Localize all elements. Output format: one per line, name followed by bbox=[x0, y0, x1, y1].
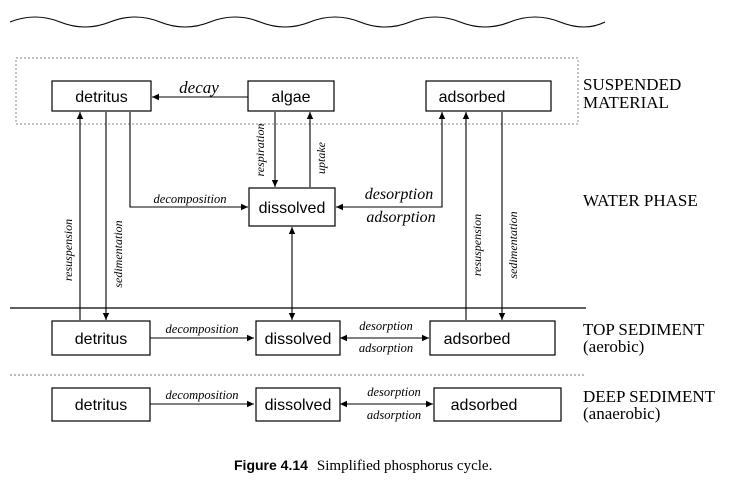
figure-caption-text: Simplified phosphorus cycle. bbox=[317, 458, 492, 474]
zone-deep-sediment-line1: DEEP SEDIMENT bbox=[583, 387, 716, 406]
box-label: algae bbox=[271, 89, 310, 106]
suspended-material-region bbox=[15, 57, 579, 125]
box-adsorbed-deep: adsorbed bbox=[433, 387, 562, 422]
figure-label: Figure 4.14 bbox=[234, 457, 308, 473]
desorption-water-arrow bbox=[336, 112, 446, 211]
zone-top-sediment-line1: TOP SEDIMENT bbox=[583, 320, 705, 339]
label-respiration: respiration bbox=[253, 124, 267, 177]
box-dissolved-deep: dissolved bbox=[255, 387, 341, 422]
zone-suspended-line1: SUSPENDED bbox=[583, 75, 681, 94]
decomposition-water-arrow bbox=[129, 112, 248, 211]
box-detritus-suspended: detritus bbox=[51, 80, 152, 112]
box-dissolved-top: dissolved bbox=[255, 320, 341, 356]
box-adsorbed-top: adsorbed bbox=[429, 320, 556, 356]
label-decomposition-top: decomposition bbox=[166, 322, 239, 336]
box-label: dissolved bbox=[265, 331, 332, 348]
label-decomposition-water: decomposition bbox=[154, 192, 227, 206]
zone-top-sediment-line2: (aerobic) bbox=[583, 337, 644, 356]
zone-water-phase: WATER PHASE bbox=[583, 191, 698, 210]
box-label: dissolved bbox=[259, 200, 326, 217]
box-dissolved-water: dissolved bbox=[248, 187, 336, 227]
label-decay: decay bbox=[179, 78, 219, 97]
box-label: detritus bbox=[75, 331, 127, 348]
box-label: adsorbed bbox=[451, 397, 518, 414]
label-resuspension-right: resuspension bbox=[470, 214, 484, 276]
box-label: dissolved bbox=[265, 397, 332, 414]
label-desorption-deep: desorption bbox=[367, 385, 420, 399]
figure-caption: Figure 4.14 Simplified phosphorus cycle. bbox=[234, 457, 492, 474]
label-adsorption-water: adsorption bbox=[366, 209, 435, 226]
water-surface-wave bbox=[9, 16, 606, 28]
box-label: adsorbed bbox=[439, 89, 506, 106]
label-adsorption-deep: adsorption bbox=[367, 408, 421, 422]
box-detritus-deep: detritus bbox=[51, 387, 151, 422]
box-adsorbed-suspended: adsorbed bbox=[425, 80, 552, 112]
label-sedimentation-right: sedimentation bbox=[506, 211, 520, 278]
zone-deep-sediment-line2: (anaerobic) bbox=[583, 404, 660, 423]
label-sedimentation-left: sedimentation bbox=[111, 220, 125, 287]
box-label: detritus bbox=[75, 89, 127, 106]
zone-suspended-line2: MATERIAL bbox=[583, 93, 669, 112]
box-label: adsorbed bbox=[444, 331, 511, 348]
label-resuspension-left: resuspension bbox=[61, 219, 75, 281]
label-desorption-water: desorption bbox=[365, 186, 433, 203]
box-label: detritus bbox=[75, 397, 127, 414]
label-adsorption-top: adsorption bbox=[359, 341, 413, 355]
label-uptake: uptake bbox=[314, 141, 328, 174]
label-decomposition-deep: decomposition bbox=[166, 388, 239, 402]
box-algae: algae bbox=[247, 80, 335, 112]
box-detritus-top: detritus bbox=[51, 320, 151, 356]
label-desorption-top: desorption bbox=[359, 319, 412, 333]
